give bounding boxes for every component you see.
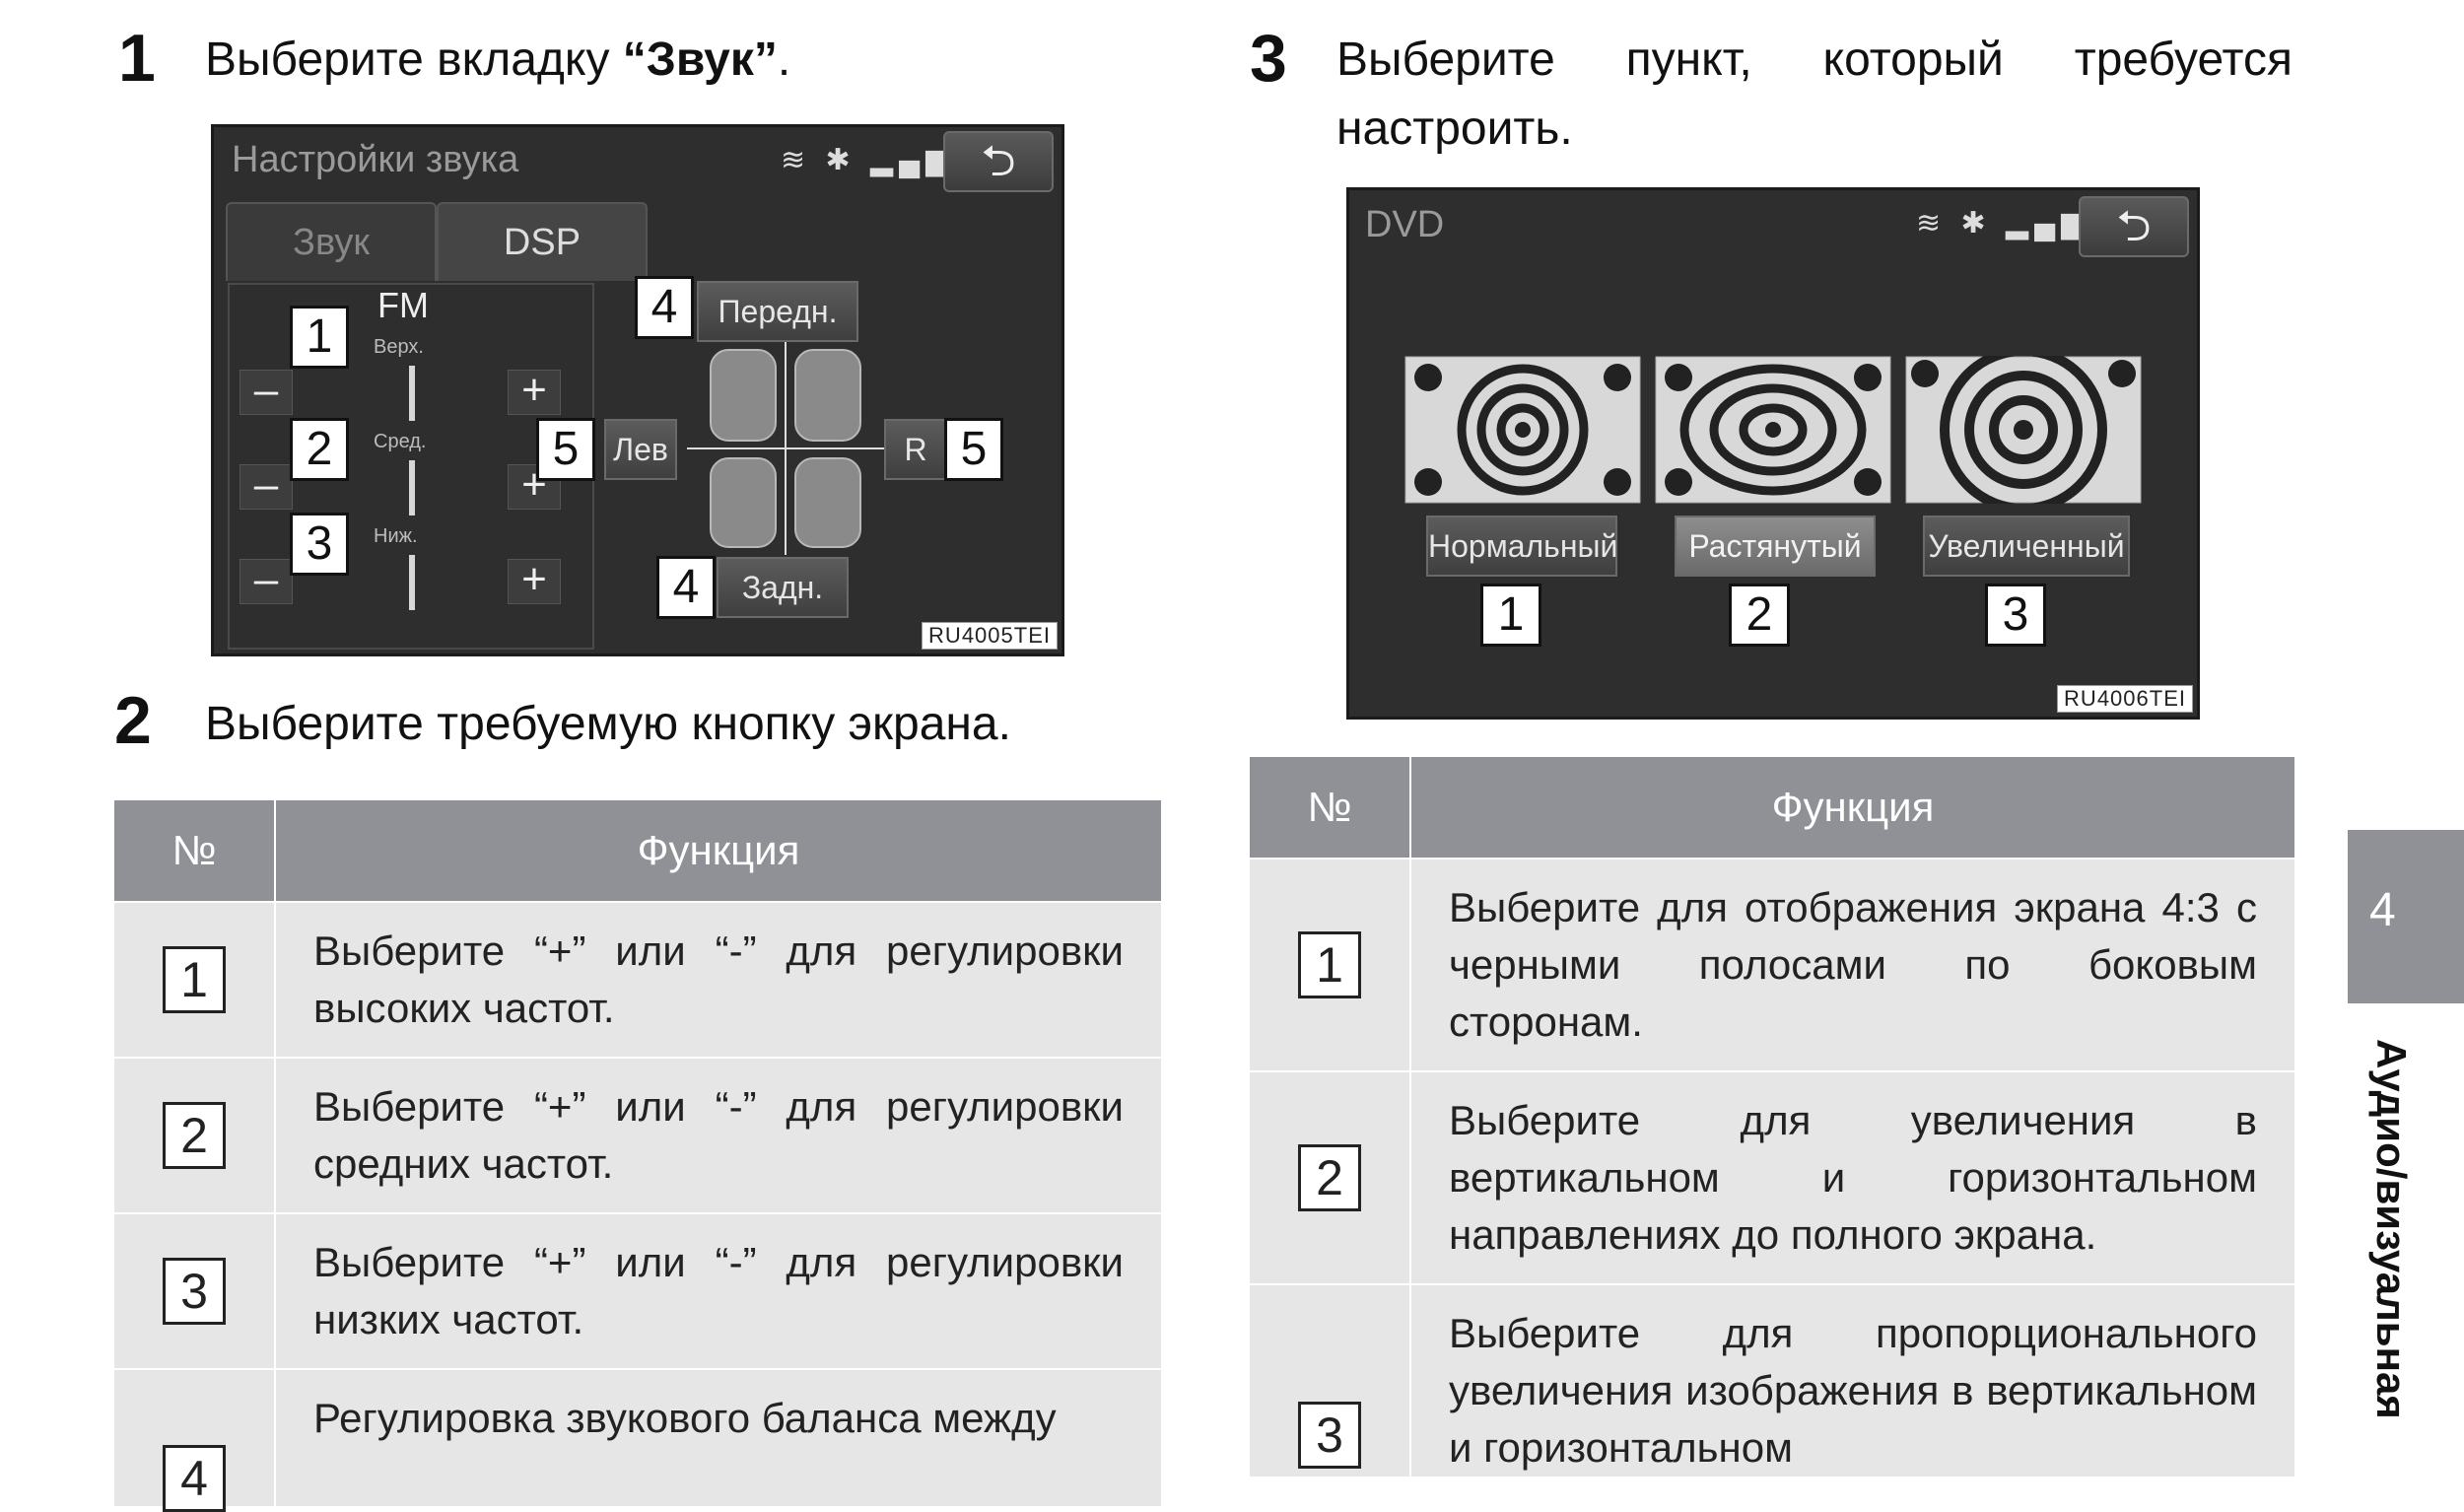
back-button[interactable]: ⮌ [943,131,1054,192]
table-row: 3 Выберите для пропорционального увеличе… [1248,1283,2296,1478]
table-1-header-number: № [112,798,276,903]
normal-button[interactable]: Нормальный [1426,515,1617,577]
callout-1: 1 [290,306,349,369]
chapter-tab: 4 [2348,830,2464,1003]
bass-plus-button[interactable]: + [508,558,561,604]
rear-button[interactable]: Задн. [717,557,849,618]
chapter-number: 4 [2369,884,2396,936]
eq-panel: FM Верх. Сред. Ниж. – + – + – + [228,283,594,650]
mid-minus-button[interactable]: – [240,463,293,510]
table-2-header-number: № [1248,755,1411,859]
function-table-1: № Функция 1 Выберите “+” или “-” для рег… [112,798,1163,1512]
treble-label: Верх. [374,336,424,358]
table-row: 1 Выберите “+” или “-” для регулировки в… [112,901,1163,1059]
callout-3: 3 [1985,584,2046,647]
table-2-header-function: Функция [1409,755,2296,859]
table-1-row-1-number: 1 [163,946,226,1013]
mid-slider[interactable] [409,460,415,515]
tab-dsp[interactable]: DSP [437,202,648,281]
step-3-line-1: Выберите пункт, который требуется [1336,34,2293,86]
callout-2: 2 [1729,584,1790,647]
table-2-row-3-text: Выберите для пропорционального увеличени… [1409,1283,2296,1478]
left-button[interactable]: Лев [604,419,677,480]
right-button[interactable]: R [884,419,947,480]
step-3-line-2: настроить. [1336,103,1573,155]
stretched-pattern-icon [1655,356,1891,504]
callout-4-front: 4 [635,276,694,339]
table-1-row-2-number: 2 [163,1102,226,1169]
treble-slider[interactable] [409,366,415,421]
zoom-button[interactable]: Увеличенный [1923,515,2130,577]
callout-2: 2 [290,418,349,481]
screen-title: DVD [1365,204,1445,245]
step-1-text: Выберите вкладку “Звук”. [205,26,790,95]
callout-3: 3 [290,513,349,576]
chapter-title: Аудио/визуальная [2368,1039,2415,1419]
table-2-row-1-number: 1 [1298,931,1361,998]
table-row: 4 Регулировка звукового баланса между [112,1368,1163,1512]
back-button[interactable]: ⮌ [2079,196,2189,257]
table-row: 1 Выберите для отображения экрана 4:3 с … [1248,858,2296,1072]
tab-sound[interactable]: Звук [226,202,437,281]
table-1-row-1-text: Выберите “+” или “-” для регулировки выс… [274,901,1163,1059]
table-row: 2 Выберите для увеличения в вертикальном… [1248,1070,2296,1285]
screen-code: RU4006TEI [2057,685,2193,713]
table-2-row-1-text: Выберите для отображения экрана 4:3 с че… [1409,858,2296,1072]
front-button[interactable]: Передн. [697,281,858,342]
treble-minus-button[interactable]: – [240,369,293,415]
bass-slider[interactable] [409,555,415,610]
table-1-header-function: Функция [274,798,1163,903]
step-1-number: 1 [118,21,156,96]
table-1-row-2-text: Выберите “+” или “-” для регулировки сре… [274,1057,1163,1214]
callout-4-rear: 4 [656,556,716,619]
bass-minus-button[interactable]: – [240,558,293,604]
table-1-row-4-text: Регулировка звукового баланса между [274,1368,1163,1508]
table-2-row-2-text: Выберите для увеличения в вертикальном и… [1409,1070,2296,1285]
stretched-button[interactable]: Растянутый [1675,515,1876,577]
screen-title: Настройки звука [232,139,519,180]
table-row: 2 Выберите “+” или “-” для регулировки с… [112,1057,1163,1214]
screen-code: RU4005TEI [922,622,1058,650]
table-1-row-3-number: 3 [163,1258,226,1325]
callout-5-left: 5 [536,418,595,481]
normal-pattern-icon [1404,356,1641,504]
callout-5-right: 5 [944,418,1003,481]
step-1-text-prefix: Выберите вкладку [205,34,623,86]
table-1-row-3-text: Выберите “+” или “-” для регулировки низ… [274,1212,1163,1370]
table-row: 3 Выберите “+” или “-” для регулировки н… [112,1212,1163,1370]
step-2-number: 2 [114,683,152,758]
step-1-text-bold: “Звук” [622,34,778,86]
mid-label: Сред. [374,431,427,452]
treble-plus-button[interactable]: + [508,369,561,415]
step-2-text: Выберите требуемую кнопку экрана. [205,698,1011,750]
table-1-row-4-number: 4 [163,1445,226,1512]
step-1-text-suffix: . [777,34,791,86]
bass-label: Ниж. [374,525,418,547]
table-2-row-2-number: 2 [1298,1144,1361,1211]
table-2-row-3-number: 3 [1298,1402,1361,1469]
step-3-number: 3 [1250,21,1287,96]
sound-settings-screen: Настройки звука ≋ ✱ ▂▄▆ ▮ ⮌ Звук DSP FM … [211,124,1064,656]
zoom-pattern-icon [1905,356,2142,504]
car-seats-icon [687,342,884,555]
band-label: FM [377,285,429,325]
function-table-2: № Функция 1 Выберите для отображения экр… [1248,755,2296,1478]
callout-1: 1 [1480,584,1541,647]
